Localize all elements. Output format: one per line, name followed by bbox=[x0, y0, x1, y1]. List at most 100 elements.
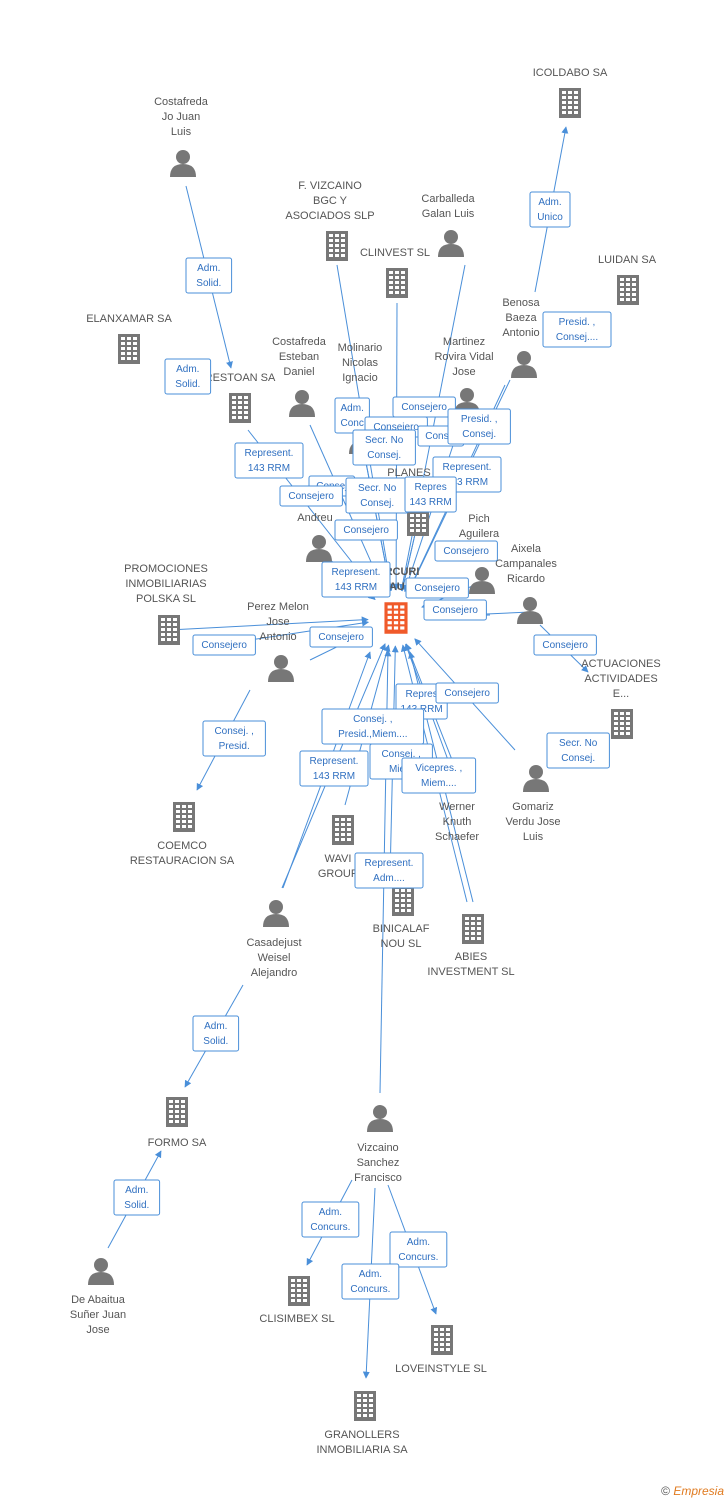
building-window bbox=[175, 1110, 179, 1113]
building-window bbox=[387, 605, 392, 609]
relation-label[interactable]: Presid. ,Consej.... bbox=[542, 311, 612, 348]
relation-label[interactable]: Adm.Conc bbox=[334, 397, 370, 434]
node-label: Suñer Juan bbox=[70, 1309, 126, 1321]
relation-label[interactable]: Consejero bbox=[309, 626, 373, 648]
building-window bbox=[614, 722, 618, 725]
building-window bbox=[471, 932, 475, 935]
relation-label[interactable]: Adm.Solid. bbox=[113, 1179, 161, 1216]
node-label: Rovira Vidal bbox=[434, 351, 493, 363]
relation-label[interactable]: Consejero bbox=[405, 577, 469, 599]
building-window bbox=[465, 932, 469, 935]
relation-label[interactable]: Consej. ,Presid.,Miem.... bbox=[321, 708, 425, 745]
building-window bbox=[401, 281, 405, 284]
relation-box bbox=[354, 852, 424, 889]
relation-box bbox=[405, 577, 469, 599]
relation-label[interactable]: Consejero bbox=[435, 682, 499, 704]
building-window bbox=[175, 1115, 179, 1118]
building-window bbox=[471, 937, 475, 940]
building-window bbox=[244, 416, 248, 419]
building-window bbox=[446, 1328, 450, 1331]
building-window bbox=[393, 605, 399, 609]
company-node-actuaciones[interactable]: ACTUACIONESACTIVIDADESE... bbox=[581, 658, 661, 739]
building-window bbox=[440, 1348, 444, 1351]
node-label: Costafreda bbox=[154, 96, 209, 108]
building-window bbox=[393, 610, 399, 614]
relation-box bbox=[341, 1263, 400, 1300]
relation-label[interactable]: Adm.Unico bbox=[529, 191, 571, 228]
person-node-andreu[interactable]: Andreu bbox=[297, 512, 333, 562]
building-window bbox=[133, 357, 137, 360]
relation-label[interactable]: Consejero bbox=[423, 599, 487, 621]
relation-label[interactable]: Presid. ,Consej. bbox=[447, 408, 511, 445]
relation-label[interactable]: Consejero bbox=[392, 396, 456, 418]
relation-label[interactable]: Consejero bbox=[533, 634, 597, 656]
relation-label[interactable]: Adm.Concurs. bbox=[341, 1263, 400, 1300]
company-node-elanxamar[interactable]: ELANXAMAR SA bbox=[86, 313, 172, 364]
company-node-restoan[interactable]: RESTOAN SA bbox=[205, 372, 276, 423]
company-node-luidan[interactable]: LUIDAN SA bbox=[598, 254, 657, 305]
node-label: Ricardo bbox=[507, 573, 545, 585]
relation-label[interactable]: Consejero bbox=[279, 485, 343, 507]
relation-label[interactable]: Represent.Adm.... bbox=[354, 852, 424, 889]
node-label: Jose bbox=[452, 366, 475, 378]
relation-label[interactable]: Consejero bbox=[334, 519, 398, 541]
relation-label[interactable]: Adm.Solid. bbox=[185, 257, 233, 294]
node-label: Molinario bbox=[338, 342, 383, 354]
relation-label[interactable]: Consejero bbox=[192, 634, 256, 656]
relation-text: Represent. bbox=[245, 448, 294, 459]
person-icon bbox=[469, 567, 495, 594]
relation-text: Adm.... bbox=[373, 873, 405, 884]
person-body bbox=[469, 581, 495, 594]
footer-brand[interactable]: © Empresia bbox=[661, 1484, 724, 1498]
relation-text: Consejero bbox=[542, 640, 588, 651]
relation-label[interactable]: Consej. ,Presid. bbox=[202, 720, 266, 757]
node-label: Casadejust bbox=[246, 937, 301, 949]
building-window bbox=[297, 1294, 301, 1297]
node-label: Aguilera bbox=[459, 528, 500, 540]
relation-label[interactable]: Adm.Concurs. bbox=[301, 1201, 360, 1238]
building-window bbox=[632, 298, 636, 301]
building-window bbox=[389, 271, 393, 274]
node-label: Luis bbox=[171, 126, 192, 138]
building-window bbox=[389, 276, 393, 279]
building-window bbox=[620, 712, 624, 715]
relation-label[interactable]: Represent.143 RRM bbox=[299, 750, 369, 787]
company-node-clisimbex[interactable]: CLISIMBEX SL bbox=[259, 1276, 335, 1325]
relation-label[interactable]: Represent.143 RRM bbox=[234, 442, 304, 479]
relation-label[interactable]: Adm.Solid. bbox=[164, 358, 212, 395]
node-label: Perez Melon bbox=[247, 601, 309, 613]
company-node-loveinstyle[interactable]: LOVEINSTYLE SL bbox=[395, 1325, 487, 1375]
relation-label[interactable]: Represent.143 RRM bbox=[321, 561, 391, 598]
relation-label[interactable]: Adm.Concurs. bbox=[389, 1231, 448, 1268]
company-node-formo[interactable]: FORMO SA bbox=[148, 1097, 207, 1149]
company-node-planes[interactable]: PLANES bbox=[387, 467, 431, 536]
relation-label[interactable]: Consejero bbox=[434, 540, 498, 562]
relation-label[interactable]: Vicepres. ,Miem.... bbox=[401, 757, 477, 794]
company-node-icoldabo[interactable]: ICOLDABO SA bbox=[533, 67, 608, 118]
company-node-clinvest[interactable]: CLINVEST SL bbox=[360, 247, 430, 298]
relation-label[interactable]: Adm.Solid. bbox=[192, 1015, 240, 1052]
